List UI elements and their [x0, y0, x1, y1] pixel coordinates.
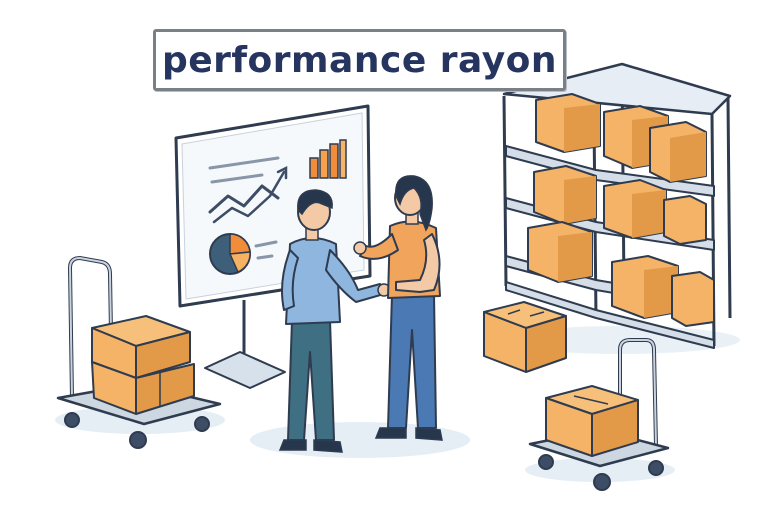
person-right: [353, 175, 443, 441]
hand-cart-right: [528, 338, 670, 491]
bar-chart-icon: [309, 139, 347, 179]
cardboard-box: [483, 301, 567, 373]
shelf-boxes-middle: [533, 165, 707, 245]
shelf-boxes-lower: [527, 221, 715, 327]
shelf-boxes-top: [535, 93, 707, 183]
hand-cart-left: [56, 255, 222, 449]
title-text: performance rayon: [161, 39, 558, 81]
person-left: [278, 189, 391, 453]
line-chart-icon: [208, 165, 288, 224]
floor-shadow-right-cart: [525, 458, 675, 482]
title-banner: performance rayon: [153, 29, 566, 91]
pie-chart-icon: [209, 233, 278, 275]
